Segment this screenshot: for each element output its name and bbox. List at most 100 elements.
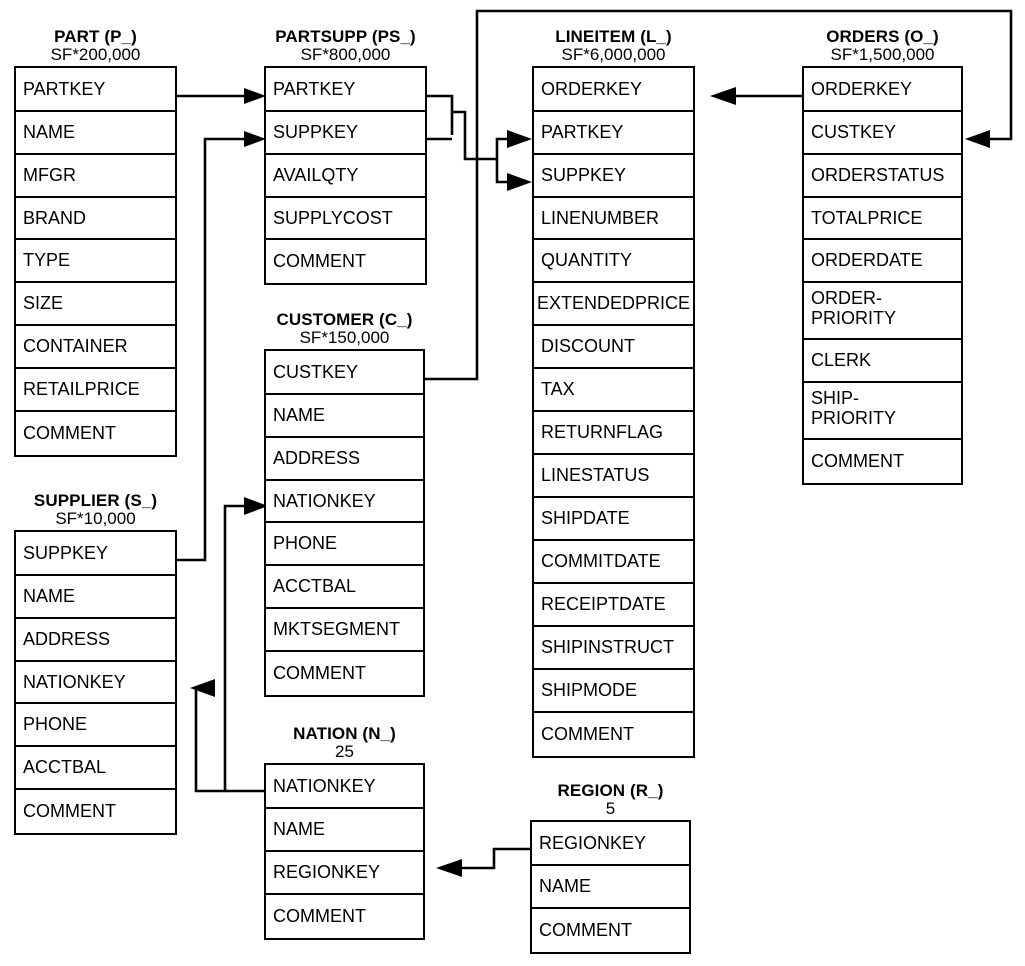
column-lineitem-shipmode[interactable]: SHIPMODE	[534, 670, 693, 713]
table-lineitem-caption: LINEITEM (L_) SF*6,000,000	[532, 28, 695, 64]
table-region-columns: REGIONKEY NAME COMMENT	[530, 819, 691, 954]
column-customer-custkey[interactable]: CUSTKEY	[266, 351, 423, 395]
column-orders-shippriority[interactable]: SHIP- PRIORITY	[804, 383, 961, 440]
column-partsupp-suppkey[interactable]: SUPPKEY	[266, 112, 425, 155]
column-lineitem-partkey[interactable]: PARTKEY	[534, 112, 693, 155]
column-lineitem-extendedprice[interactable]: EXTENDEDPRICE	[534, 283, 693, 326]
table-partsupp-cardinality: SF*800,000	[300, 44, 391, 64]
column-orders-orderstatus[interactable]: ORDERSTATUS	[804, 155, 961, 198]
table-lineitem-cardinality: SF*6,000,000	[561, 44, 666, 64]
column-orders-custkey[interactable]: CUSTKEY	[804, 112, 961, 155]
column-lineitem-discount[interactable]: DISCOUNT	[534, 326, 693, 369]
column-partsupp-partkey[interactable]: PARTKEY	[266, 68, 425, 112]
column-supplier-address[interactable]: ADDRESS	[16, 619, 175, 662]
column-orders-clerk[interactable]: CLERK	[804, 340, 961, 383]
column-part-container[interactable]: CONTAINER	[16, 326, 175, 369]
column-lineitem-quantity[interactable]: QUANTITY	[534, 240, 693, 283]
table-customer-cardinality: SF*150,000	[299, 327, 390, 347]
column-supplier-phone[interactable]: PHONE	[16, 704, 175, 747]
column-supplier-comment[interactable]: COMMENT	[23, 801, 116, 822]
column-supplier-name[interactable]: NAME	[16, 576, 175, 619]
table-orders-columns: ORDERKEY CUSTKEY ORDERSTATUS TOTALPRICE …	[802, 65, 963, 485]
table-supplier-columns: SUPPKEY NAME ADDRESS NATIONKEY PHONE ACC…	[14, 529, 177, 835]
column-part-type[interactable]: TYPE	[16, 240, 175, 283]
table-part-cardinality: SF*200,000	[50, 44, 141, 64]
column-lineitem-suppkey[interactable]: SUPPKEY	[534, 155, 693, 198]
edge-orders-orderkey-to-lineitem-orderkey	[710, 87, 802, 105]
table-supplier: SUPPLIER (S_) SF*10,000 SUPPKEY NAME ADD…	[14, 492, 177, 835]
column-lineitem-shipinstruct[interactable]: SHIPINSTRUCT	[534, 627, 693, 670]
column-lineitem-commitdate[interactable]: COMMITDATE	[534, 541, 693, 584]
column-partsupp-availqty[interactable]: AVAILQTY	[266, 155, 425, 198]
column-orders-shippriority-line2: PRIORITY	[811, 407, 897, 428]
table-orders: ORDERS (O_) SF*1,500,000 ORDERKEY CUSTKE…	[802, 28, 963, 485]
column-lineitem-receiptdate[interactable]: RECEIPTDATE	[534, 584, 693, 627]
table-lineitem-title: LINEITEM (L_)	[555, 27, 672, 46]
column-lineitem-tax[interactable]: TAX	[534, 369, 693, 412]
column-nation-nationkey[interactable]: NATIONKEY	[266, 765, 423, 809]
column-part-name[interactable]: NAME	[16, 112, 175, 155]
column-customer-mktsegment[interactable]: MKTSEGMENT	[266, 609, 423, 652]
column-lineitem-linestatus[interactable]: LINESTATUS	[534, 455, 693, 498]
column-part-brand[interactable]: BRAND	[16, 198, 175, 240]
table-supplier-title: SUPPLIER (S_)	[33, 491, 158, 510]
column-nation-regionkey[interactable]: REGIONKEY	[266, 852, 423, 895]
column-nation-comment[interactable]: COMMENT	[273, 906, 366, 927]
table-orders-title: ORDERS (O_)	[826, 27, 939, 46]
column-supplier-nationkey[interactable]: NATIONKEY	[16, 662, 175, 704]
column-part-comment[interactable]: COMMENT	[23, 423, 116, 444]
column-nation-name[interactable]: NAME	[266, 809, 423, 852]
column-customer-address[interactable]: ADDRESS	[266, 438, 423, 481]
table-partsupp-title: PARTSUPP (PS_)	[275, 27, 416, 46]
column-lineitem-shipdate[interactable]: SHIPDATE	[534, 498, 693, 541]
column-orders-orderdate[interactable]: ORDERDATE	[804, 240, 961, 283]
column-part-mfgr[interactable]: MFGR	[16, 155, 175, 198]
table-region: REGION (R_) 5 REGIONKEY NAME COMMENT	[530, 782, 691, 954]
edge-nation-nationkey-to-customer-and-supplier-nationkey	[190, 497, 268, 793]
column-lineitem-orderkey[interactable]: ORDERKEY	[534, 68, 693, 112]
column-partsupp-supplycost[interactable]: SUPPLYCOST	[266, 198, 425, 240]
edge-part-partkey-to-partsupp-partkey	[177, 88, 266, 104]
column-lineitem-extendedprice-text: EXTENDEDPRICE	[537, 293, 691, 314]
column-region-name[interactable]: NAME	[532, 866, 689, 909]
column-orders-orderpriority[interactable]: ORDER- PRIORITY	[804, 283, 961, 340]
table-orders-cardinality: SF*1,500,000	[830, 44, 935, 64]
column-part-partkey[interactable]: PARTKEY	[16, 68, 175, 112]
column-orders-orderpriority-line1: ORDER-	[811, 287, 882, 308]
column-customer-acctbal[interactable]: ACCTBAL	[266, 566, 423, 609]
column-region-comment[interactable]: COMMENT	[539, 920, 632, 941]
column-supplier-acctbal[interactable]: ACCTBAL	[16, 747, 175, 790]
column-customer-comment[interactable]: COMMENT	[273, 663, 366, 684]
table-part-columns: PARTKEY NAME MFGR BRAND TYPE SIZE CONTAI…	[14, 65, 177, 457]
column-region-regionkey[interactable]: REGIONKEY	[532, 822, 689, 866]
column-part-size[interactable]: SIZE	[16, 283, 175, 326]
table-region-title: REGION (R_)	[557, 781, 664, 800]
table-orders-caption: ORDERS (O_) SF*1,500,000	[802, 28, 963, 64]
column-lineitem-linenumber[interactable]: LINENUMBER	[534, 198, 693, 240]
column-partsupp-comment[interactable]: COMMENT	[273, 251, 366, 272]
table-supplier-cardinality: SF*10,000	[55, 508, 136, 528]
table-nation-caption: NATION (N_) 25	[264, 725, 425, 761]
table-nation-columns: NATIONKEY NAME REGIONKEY COMMENT	[264, 762, 425, 940]
column-part-retailprice[interactable]: RETAILPRICE	[16, 369, 175, 412]
column-supplier-suppkey[interactable]: SUPPKEY	[16, 532, 175, 576]
column-customer-nationkey[interactable]: NATIONKEY	[266, 481, 423, 523]
table-supplier-caption: SUPPLIER (S_) SF*10,000	[14, 492, 177, 528]
column-orders-orderkey[interactable]: ORDERKEY	[804, 68, 961, 112]
table-lineitem: LINEITEM (L_) SF*6,000,000 ORDERKEY PART…	[532, 28, 695, 758]
column-orders-comment[interactable]: COMMENT	[811, 451, 904, 472]
column-customer-name[interactable]: NAME	[266, 395, 423, 438]
table-part-title: PART (P_)	[54, 27, 137, 46]
table-lineitem-columns: ORDERKEY PARTKEY SUPPKEY LINENUMBER QUAN…	[532, 65, 695, 758]
column-customer-phone[interactable]: PHONE	[266, 523, 423, 566]
table-customer-columns: CUSTKEY NAME ADDRESS NATIONKEY PHONE ACC…	[264, 348, 425, 697]
table-nation: NATION (N_) 25 NATIONKEY NAME REGIONKEY …	[264, 725, 425, 940]
column-lineitem-comment[interactable]: COMMENT	[541, 724, 634, 745]
table-customer: CUSTOMER (C_) SF*150,000 CUSTKEY NAME AD…	[264, 311, 425, 697]
table-partsupp-caption: PARTSUPP (PS_) SF*800,000	[264, 28, 427, 64]
column-lineitem-returnflag[interactable]: RETURNFLAG	[534, 412, 693, 455]
table-nation-cardinality: 25	[335, 741, 354, 761]
column-orders-totalprice[interactable]: TOTALPRICE	[804, 198, 961, 240]
table-region-caption: REGION (R_) 5	[530, 782, 691, 818]
